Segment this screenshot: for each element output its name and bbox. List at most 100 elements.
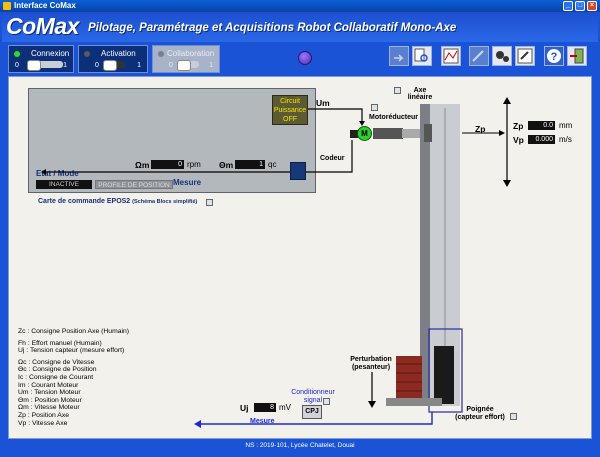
cpj-box: CPJ bbox=[302, 405, 322, 419]
legend-item: Θm : Position Moteur bbox=[18, 396, 82, 404]
mode-connexion[interactable]: Connexion 0 1 bbox=[8, 45, 74, 73]
mode-collaboration-label: Collaboration bbox=[167, 49, 215, 58]
perturbation-label: Perturbation (pesanteur) bbox=[350, 356, 392, 371]
zp-arrow-up bbox=[503, 97, 511, 104]
mesure-label: Mesure bbox=[173, 178, 202, 187]
axis-base bbox=[386, 398, 442, 406]
report-button[interactable] bbox=[515, 46, 535, 66]
theta-m-value: 1 bbox=[235, 160, 265, 169]
window-title: Interface CoMax bbox=[14, 1, 76, 10]
activation-led-icon bbox=[84, 51, 90, 57]
minimize-button[interactable]: _ bbox=[563, 1, 573, 11]
axe-label: Axe linéaire bbox=[407, 87, 433, 101]
legend-item: Ωm : Vitesse Moteur bbox=[18, 404, 80, 412]
mode-collaboration[interactable]: Collaboration 0 1 bbox=[152, 45, 220, 73]
settings-button[interactable] bbox=[492, 46, 512, 66]
exit-button[interactable] bbox=[567, 46, 587, 66]
control-card bbox=[28, 88, 316, 193]
help-button[interactable]: ? bbox=[544, 46, 564, 66]
graph-button[interactable] bbox=[441, 46, 461, 66]
maximize-button[interactable]: □ bbox=[575, 1, 585, 11]
axe-info-icon[interactable] bbox=[394, 87, 401, 94]
zp-value: 0.0 bbox=[528, 121, 555, 130]
mode-activation[interactable]: Activation 0 1 bbox=[78, 45, 148, 73]
edit-button[interactable] bbox=[469, 46, 489, 66]
card-caption: Carte de commande EPOS2 (Schéma Blocs si… bbox=[38, 198, 197, 205]
collaboration-switch[interactable] bbox=[177, 60, 199, 71]
axis-coupling bbox=[424, 124, 432, 142]
app-icon bbox=[3, 2, 11, 10]
status-indicator-icon bbox=[298, 51, 312, 65]
mode-activation-label: Activation bbox=[101, 49, 136, 58]
app-subtitle: Pilotage, Paramétrage et Acquisitions Ro… bbox=[88, 22, 457, 34]
switch-zero-label: 0 bbox=[169, 62, 173, 69]
export-icon bbox=[394, 54, 404, 62]
banner bbox=[2, 12, 598, 42]
uj-mesure-line bbox=[200, 412, 433, 425]
weights bbox=[396, 356, 422, 398]
codeur-line bbox=[306, 140, 353, 173]
report-icon bbox=[517, 48, 533, 64]
conditionneur-label: Conditionneur signal bbox=[291, 389, 335, 404]
legend-item: Θc : Consigne de Position bbox=[18, 366, 97, 374]
connexion-led-icon bbox=[14, 51, 20, 57]
omega-m-label: Ωm bbox=[135, 160, 150, 170]
export-button[interactable] bbox=[389, 46, 409, 66]
axis-column-left bbox=[420, 104, 430, 406]
poignee-label: Poignée (capteur effort) bbox=[455, 406, 505, 421]
zp-arrow-label: Zp bbox=[475, 124, 486, 134]
legend-item: Zc : Consigne Position Axe (Humain) bbox=[18, 328, 130, 335]
zoom-icon bbox=[414, 48, 428, 62]
vp-value: 0.000 bbox=[528, 135, 555, 144]
theta-m-label: Θm bbox=[219, 160, 234, 170]
help-icon: ? bbox=[547, 49, 561, 63]
pencil-icon bbox=[472, 50, 484, 62]
legend-item: Vp : Vitesse Axe bbox=[18, 419, 68, 427]
zp-unit: mm bbox=[559, 121, 573, 130]
um-arrowhead bbox=[359, 121, 365, 126]
info-icon[interactable] bbox=[206, 199, 213, 206]
handle-frame bbox=[428, 328, 463, 413]
poignee-info-icon[interactable] bbox=[510, 413, 517, 420]
activation-switch[interactable] bbox=[103, 60, 125, 71]
mesure-arrowhead bbox=[41, 169, 46, 175]
footer: NS : 2019-101, Lycée Chatelet, Douai bbox=[8, 439, 592, 453]
theta-m-unit: qc bbox=[268, 160, 277, 169]
encoder-body bbox=[350, 130, 358, 138]
card-caption-text: Carte de commande EPOS2 bbox=[38, 198, 131, 205]
legend-item: Zp : Position Axe bbox=[18, 411, 70, 419]
switch-zero-label: 0 bbox=[15, 62, 19, 69]
svg-text:?: ? bbox=[551, 51, 558, 63]
card-caption-small: (Schéma Blocs simplifié) bbox=[132, 199, 198, 205]
um-label: Um bbox=[316, 98, 330, 108]
zp-pointer-head bbox=[499, 130, 505, 136]
legend-item: Ωc : Consigne de Vitesse bbox=[18, 358, 95, 366]
motor-info-icon[interactable] bbox=[371, 104, 378, 111]
handle bbox=[434, 346, 454, 404]
gearbox bbox=[373, 128, 403, 139]
connexion-switch[interactable] bbox=[27, 60, 63, 71]
conditionneur-info-icon[interactable] bbox=[323, 398, 330, 405]
zp-label: Zp bbox=[513, 121, 524, 131]
switch-one-label: 1 bbox=[137, 62, 141, 69]
vp-unit: m/s bbox=[559, 135, 572, 144]
legend-item: Uj : Tension capteur (mesure effort) bbox=[18, 347, 125, 355]
uj-mesure-label: Mesure bbox=[250, 418, 275, 425]
vp-label: Vp bbox=[513, 135, 524, 145]
perturbation-arrowhead bbox=[368, 401, 376, 408]
collaboration-led-icon bbox=[158, 51, 164, 57]
uj-value: 8 bbox=[254, 403, 276, 412]
legend-item: Ic : Consigne de Courant bbox=[18, 373, 94, 381]
close-button[interactable]: × bbox=[587, 1, 597, 11]
switch-one-label: 1 bbox=[63, 62, 67, 69]
exit-icon bbox=[570, 48, 584, 64]
zoom-button[interactable] bbox=[412, 46, 432, 66]
codeur-box bbox=[290, 162, 306, 180]
gears-icon bbox=[496, 51, 509, 62]
profile-position-button[interactable]: PROFILE DE POSITION bbox=[95, 180, 173, 189]
motoreducteur-label: Motoréducteur bbox=[369, 114, 418, 121]
circuit-power-indicator[interactable]: Circuit Puissance OFF bbox=[272, 95, 308, 125]
uj-mesure-arrowhead bbox=[194, 420, 201, 428]
shaft bbox=[402, 129, 424, 138]
